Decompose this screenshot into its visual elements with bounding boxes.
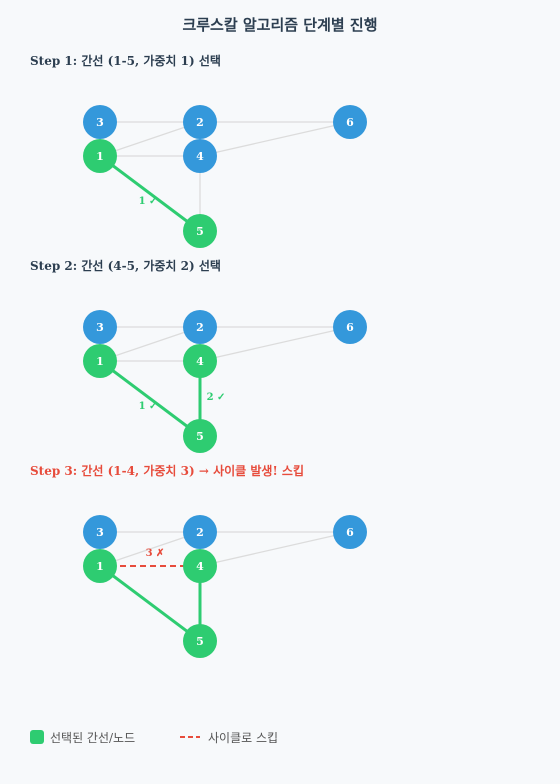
node-circle <box>183 344 217 378</box>
node-5: 5 <box>183 214 217 248</box>
node-1: 1 <box>83 344 117 378</box>
node-6: 6 <box>333 310 367 344</box>
legend-selected-swatch <box>30 730 44 744</box>
node-label: 2 <box>196 116 204 129</box>
steps-container: Step 1: 간선 (1-5, 가중치 1) 선택1 ✓123456Step … <box>30 53 367 658</box>
node-5: 5 <box>183 419 217 453</box>
node-label: 3 <box>96 526 104 539</box>
selected-edge-1-5 <box>99 359 201 438</box>
node-1: 1 <box>83 549 117 583</box>
node-label: 4 <box>196 150 204 163</box>
node-label: 2 <box>196 321 204 334</box>
node-label: 5 <box>196 430 204 443</box>
node-circle <box>183 139 217 173</box>
node-circle <box>183 624 217 658</box>
node-label: 5 <box>196 635 204 648</box>
edge-weight-label: 1 ✓ <box>139 401 158 412</box>
edge-1-2 <box>99 326 201 362</box>
node-5: 5 <box>183 624 217 658</box>
node-label: 6 <box>346 321 354 334</box>
step-label: Step 2: 간선 (4-5, 가중치 2) 선택 <box>30 258 221 273</box>
node-circle <box>183 214 217 248</box>
node-2: 2 <box>183 105 217 139</box>
node-6: 6 <box>333 515 367 549</box>
node-3: 3 <box>83 105 117 139</box>
node-2: 2 <box>183 310 217 344</box>
legend: 선택된 간선/노드 사이클로 스킵 <box>30 730 278 745</box>
edge-1-2 <box>99 531 201 567</box>
node-2: 2 <box>183 515 217 549</box>
node-label: 1 <box>96 150 104 163</box>
node-3: 3 <box>83 310 117 344</box>
edge-4-6 <box>199 326 351 362</box>
node-label: 2 <box>196 526 204 539</box>
edge-4-6 <box>199 531 351 567</box>
node-label: 3 <box>96 321 104 334</box>
node-label: 6 <box>346 116 354 129</box>
node-4: 4 <box>183 549 217 583</box>
legend-selected-label: 선택된 간선/노드 <box>50 731 135 745</box>
node-circle <box>183 310 217 344</box>
edge-1-2 <box>99 121 201 157</box>
selected-edge-1-5 <box>99 564 201 643</box>
step-2: Step 2: 간선 (4-5, 가중치 2) 선택 1 ✓ 2 ✓ 1 2 3 4 5 6 <box>30 258 367 453</box>
step-1: Step 1: 간선 (1-5, 가중치 1) 선택 1 ✓ 1 2 3 4 5 6 <box>30 53 367 248</box>
node-circle <box>183 105 217 139</box>
node-4: 4 <box>183 344 217 378</box>
step-3: Step 3: 간선 (1-4, 가중치 3) → 사이클 발생! 스킵 3 ✗ 1… <box>30 463 367 658</box>
node-label: 5 <box>196 225 204 238</box>
edge-weight-label: 2 ✓ <box>207 392 226 403</box>
node-circle <box>83 344 117 378</box>
node-circle <box>333 515 367 549</box>
node-label: 1 <box>96 355 104 368</box>
edge-weight-label-skipped: 3 ✗ <box>146 548 165 559</box>
node-label: 4 <box>196 355 204 368</box>
node-3: 3 <box>83 515 117 549</box>
node-label: 1 <box>96 560 104 573</box>
node-label: 4 <box>196 560 204 573</box>
page-title: 크루스칼 알고리즘 단계별 진행 <box>182 16 377 34</box>
node-6: 6 <box>333 105 367 139</box>
node-label: 6 <box>346 526 354 539</box>
node-circle <box>183 549 217 583</box>
node-4: 4 <box>183 139 217 173</box>
step-label: Step 3: 간선 (1-4, 가중치 3) → 사이클 발생! 스킵 <box>30 463 304 478</box>
node-circle <box>83 310 117 344</box>
node-circle <box>83 549 117 583</box>
node-circle <box>183 515 217 549</box>
selected-edge-1-5 <box>99 154 201 233</box>
step-label: Step 1: 간선 (1-5, 가중치 1) 선택 <box>30 53 221 68</box>
node-circle <box>183 419 217 453</box>
node-circle <box>333 105 367 139</box>
node-circle <box>333 310 367 344</box>
node-circle <box>83 515 117 549</box>
node-circle <box>83 105 117 139</box>
edge-4-6 <box>199 121 351 157</box>
node-circle <box>83 139 117 173</box>
node-label: 3 <box>96 116 104 129</box>
edge-weight-label: 1 ✓ <box>139 196 158 207</box>
legend-skipped-label: 사이클로 스킵 <box>208 731 278 745</box>
node-1: 1 <box>83 139 117 173</box>
